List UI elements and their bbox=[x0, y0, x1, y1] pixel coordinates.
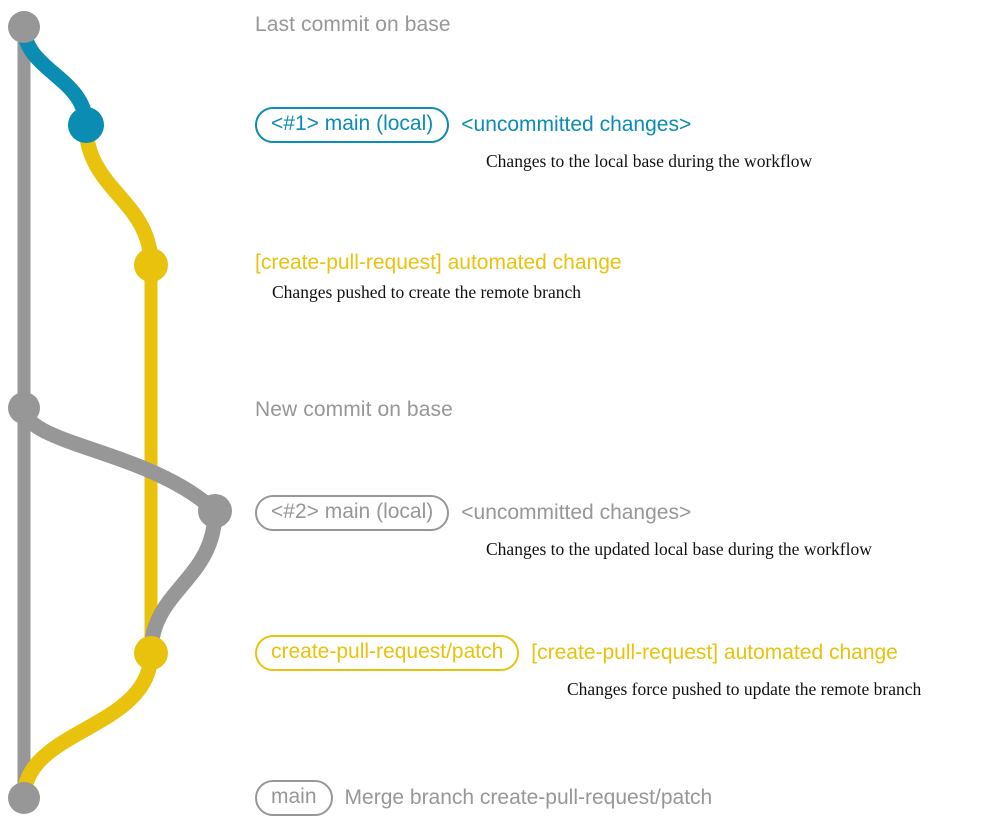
annotation-new-commit-on-base: New commit on base bbox=[255, 398, 453, 422]
commit-description-automated-1: Changes pushed to create the remote bran… bbox=[272, 282, 582, 302]
ref-badge-local-1[interactable]: <#1> main (local) bbox=[255, 107, 450, 143]
commit-node-patch-1[interactable] bbox=[134, 248, 168, 282]
headline-text: Last commit on base bbox=[255, 13, 451, 36]
ref-badge-local-2[interactable]: <#2> main (local) bbox=[255, 495, 450, 531]
headline-text: New commit on base bbox=[255, 398, 453, 421]
annotation-automated-change-1: [create-pull-request] automated change C… bbox=[255, 252, 622, 303]
commit-description-local-2: Changes to the updated local base during… bbox=[486, 539, 872, 559]
commit-message-local-1: <uncommitted changes> bbox=[461, 113, 692, 136]
commit-message-merge: Merge branch create-pull-request/patch bbox=[344, 786, 713, 809]
commit-node-merge-base[interactable] bbox=[8, 782, 40, 814]
commit-node-local-1[interactable] bbox=[68, 107, 104, 143]
annotation-last-commit-on-base: Last commit on base bbox=[255, 13, 451, 37]
annotation-main-merge: main Merge branch create-pull-request/pa… bbox=[255, 780, 712, 816]
commit-message-automated-2: [create-pull-request] automated change bbox=[531, 641, 898, 664]
edge-local-1-to-patch-1 bbox=[78, 117, 159, 273]
annotation-local-1: <#1> main (local) <uncommitted changes> … bbox=[255, 107, 812, 172]
commit-node-base-2[interactable] bbox=[8, 392, 40, 424]
commit-node-local-2[interactable] bbox=[198, 494, 232, 528]
commit-description-local-1: Changes to the local base during the wor… bbox=[486, 151, 813, 171]
annotation-local-2: <#2> main (local) <uncommitted changes> … bbox=[255, 495, 872, 560]
edge-local-2-to-patch-2 bbox=[143, 503, 223, 661]
edge-patch-2-to-merge bbox=[16, 645, 159, 806]
commit-description-automated-2: Changes force pushed to update the remot… bbox=[567, 679, 922, 699]
commit-node-base-1[interactable] bbox=[8, 11, 40, 43]
ref-badge-main[interactable]: main bbox=[255, 780, 333, 816]
annotation-patch-branch: create-pull-request/patch [create-pull-r… bbox=[255, 635, 921, 700]
commit-node-patch-2[interactable] bbox=[134, 636, 168, 670]
commit-message-automated-1: [create-pull-request] automated change bbox=[255, 251, 622, 274]
ref-badge-patch-branch[interactable]: create-pull-request/patch bbox=[255, 635, 520, 671]
commit-message-local-2: <uncommitted changes> bbox=[461, 501, 692, 524]
